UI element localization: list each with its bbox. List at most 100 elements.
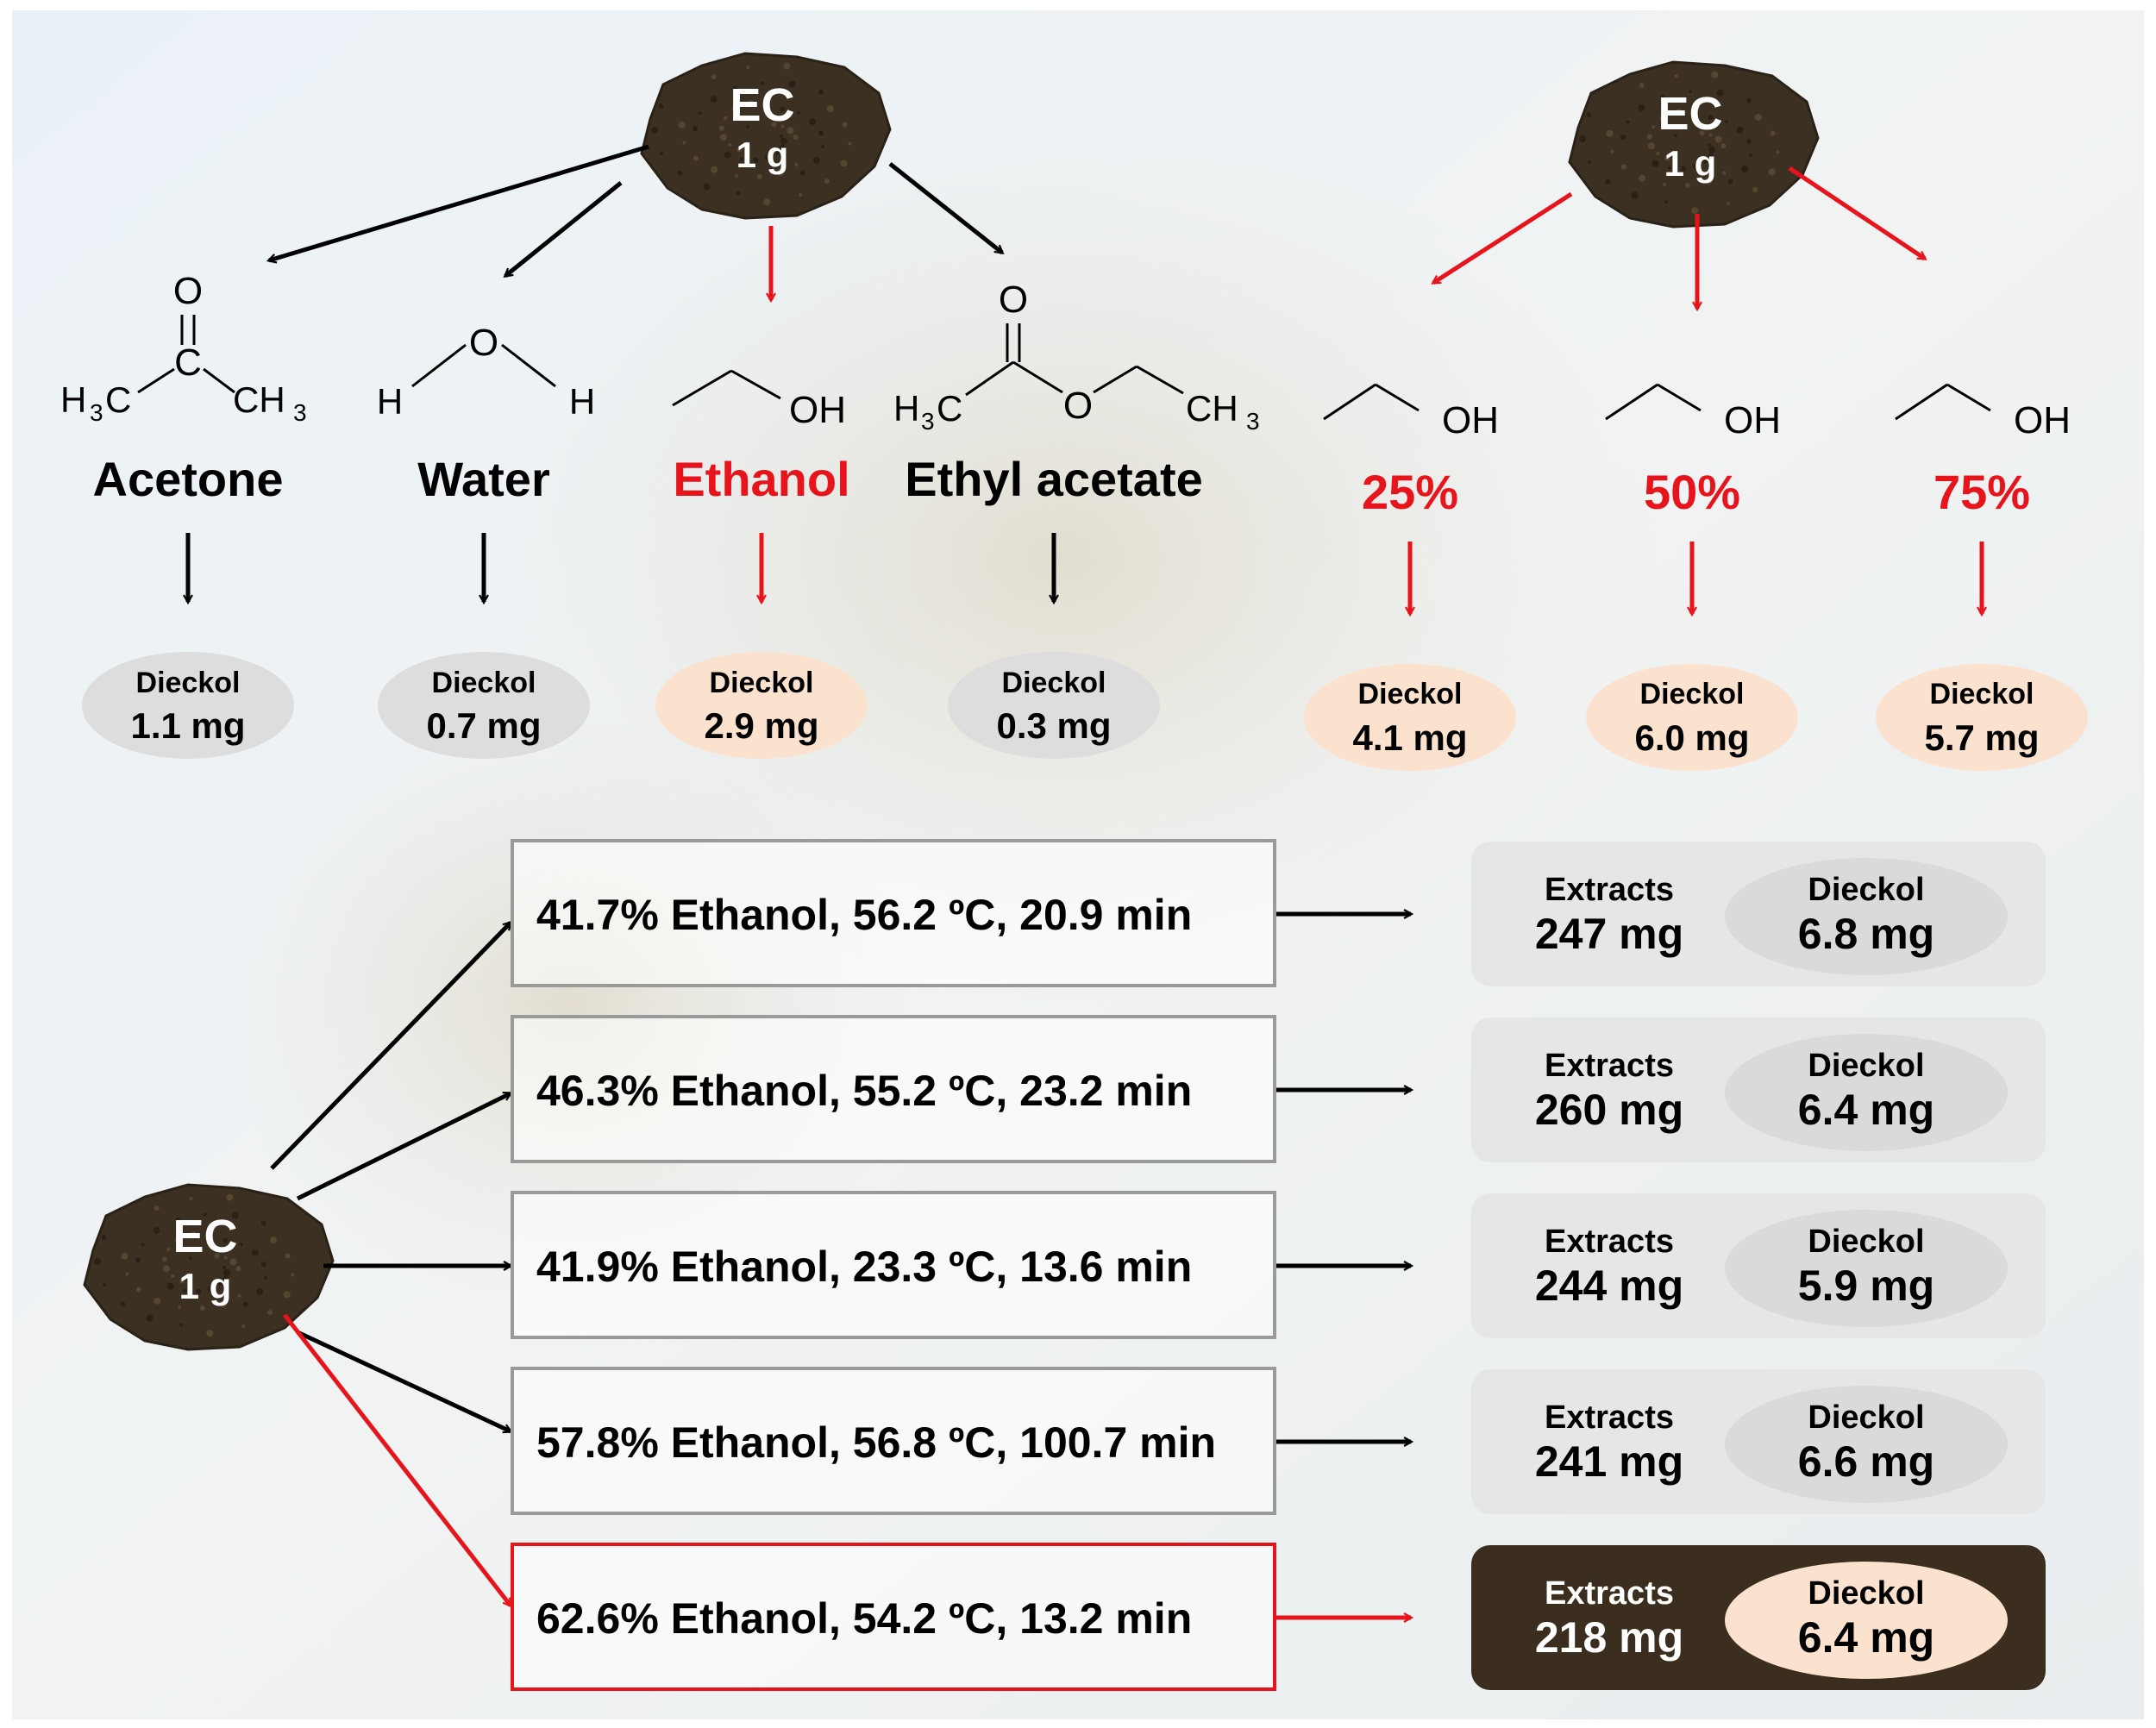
atom-label: OH [1442,399,1499,441]
dieckol-label: Dieckol [1358,678,1463,711]
condition-text: 62.6% Ethanol, 54.2 ºC, 13.2 min [536,1594,1192,1643]
dieckol-bubble-ethyl-acetate [948,652,1160,759]
source-mass: 1 g [179,1266,232,1306]
arrow-to-acetone [269,144,649,260]
dieckol-label: Dieckol [1808,1048,1924,1084]
dieckol-label: Dieckol [1808,872,1924,908]
dieckol-label: Dieckol [136,667,241,699]
source-name: EC [1658,88,1722,140]
atom-label: O [173,270,203,312]
atom-label: C [105,379,131,420]
source-mass: 1 g [1664,143,1717,184]
chemical-bond [1136,365,1184,395]
dieckol-label: Dieckol [432,667,536,699]
dieckol-result-bubble-3 [1725,1210,2008,1327]
chemical-bond [1657,383,1702,412]
dieckol-value: 1.1 mg [130,705,245,746]
dieckol-result-bubble-5 [1725,1562,2008,1679]
dieckol-bubble-conc-25 [1304,664,1516,771]
source-powder-concentrations [1568,60,1820,229]
extracts-label: Extracts [1545,1399,1674,1436]
dieckol-label: Dieckol [1930,678,2034,711]
chemical-bond [203,367,235,394]
source-name: EC [730,79,794,131]
extracts-value: 241 mg [1535,1437,1683,1486]
atom-label: H [60,379,86,420]
arrow-to-75-percent [1788,166,1925,261]
condition-text: 41.9% Ethanol, 23.3 ºC, 13.6 min [536,1243,1192,1291]
concentration-label-25: 25% [1362,465,1458,519]
dieckol-label: Dieckol [1808,1575,1924,1612]
condition-text: 41.7% Ethanol, 56.2 ºC, 20.9 min [536,891,1192,939]
condition-box-3 [511,1191,1276,1339]
solvent-name-water: Water [417,452,550,506]
dieckol-label: Dieckol [1640,678,1745,711]
dieckol-result-bubble-1 [1725,858,2008,975]
dieckol-bubble-ethanol [655,652,868,759]
dieckol-value: 6.6 mg [1798,1437,1934,1486]
chemical-bond [672,369,732,407]
atom-label: OH [2014,399,2071,441]
condition-text: 46.3% Ethanol, 55.2 ºC, 23.2 min [536,1067,1192,1115]
chemical-bond [1093,365,1138,394]
concentration-label-50: 50% [1644,465,1740,519]
source-name: EC [172,1211,237,1262]
dieckol-value: 0.3 mg [996,705,1111,746]
chemical-bond [730,369,781,400]
solvent-name-ethyl-acetate: Ethyl acetate [905,452,1203,506]
dieckol-result-bubble-2 [1725,1034,2008,1151]
atom-label: C [174,341,202,384]
chemical-bond [965,360,1014,397]
extracts-value: 218 mg [1535,1613,1683,1662]
chemical-bond [1012,360,1063,394]
solvent-name-ethanol: Ethanol [673,452,849,506]
condition-text: 57.8% Ethanol, 56.8 ºC, 100.7 min [536,1418,1216,1467]
solvent-name-acetone: Acetone [93,452,284,506]
condition-box-4 [511,1367,1276,1515]
atom-label: 3 [293,399,307,426]
chemical-bond [1605,383,1658,421]
arrow-to-condition-5 [283,1313,511,1606]
dieckol-bubble-conc-50 [1586,664,1798,771]
dieckol-value: 6.8 mg [1798,910,1934,958]
extracts-value: 244 mg [1535,1262,1683,1310]
dieckol-label: Dieckol [710,667,814,699]
source-powder-solvents [640,52,892,220]
chemical-bond [1946,383,1991,412]
dieckol-value: 6.0 mg [1634,717,1749,758]
condition-box-5 [511,1543,1276,1691]
dieckol-bubble-acetone [82,652,294,759]
atom-label: H [893,388,919,429]
concentration-label-75: 75% [1934,465,2030,519]
arrow-to-ethyl-acetate [888,162,1002,253]
dieckol-value: 4.1 mg [1352,717,1467,758]
dieckol-value: 0.7 mg [426,705,541,746]
dieckol-bubble-conc-75 [1876,664,2088,771]
atom-label: CH [233,379,285,420]
atom-label: 3 [1246,408,1260,435]
atom-label: 3 [90,399,103,426]
atom-label: CH [1186,388,1238,429]
atom-label: H [377,381,403,422]
arrow-to-25-percent [1433,191,1573,285]
dieckol-bubble-water [378,652,590,759]
chemical-bond [411,343,467,388]
chemical-bond [137,367,175,394]
extracts-value: 247 mg [1535,910,1683,958]
atom-label: O [469,322,498,364]
source-powder-conditions [83,1183,335,1351]
extracts-label: Extracts [1545,1575,1674,1612]
atom-label: H [569,381,595,422]
condition-box-2 [511,1015,1276,1163]
atom-label: OH [789,389,846,431]
atom-label: O [999,279,1028,321]
dieckol-label: Dieckol [1808,1399,1924,1436]
arrow-to-condition-2 [296,1091,511,1201]
source-mass: 1 g [736,135,789,175]
extracts-label: Extracts [1545,1048,1674,1084]
atom-label: OH [1724,399,1781,441]
dieckol-label: Dieckol [1002,667,1106,699]
dieckol-value: 2.9 mg [704,705,818,746]
chemical-bond [1375,383,1420,412]
